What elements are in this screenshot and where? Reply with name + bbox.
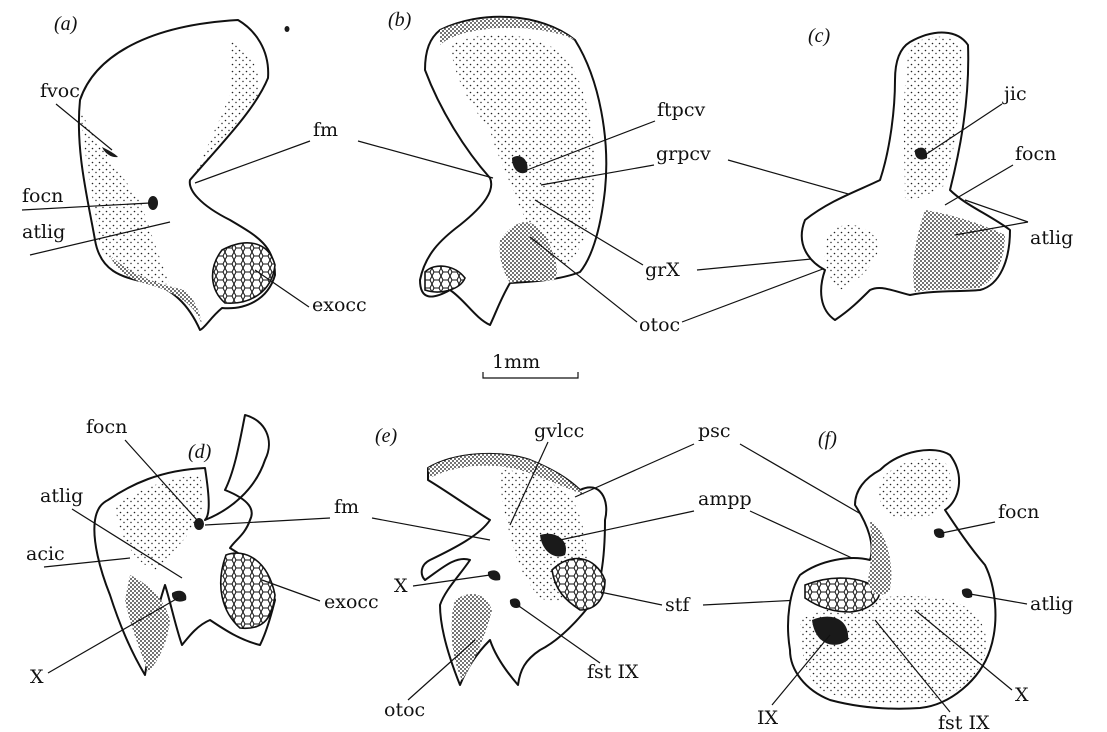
panel-e-label-otoc: otoc [384, 699, 425, 721]
panel-d-label-fm: fm [334, 496, 359, 518]
panel-b-label-grX: grX [645, 259, 680, 281]
panel-f-label-X: X [1015, 684, 1029, 706]
panel-c-letter: (c) [808, 25, 831, 47]
panel-d-label-exocc: exocc [324, 591, 379, 613]
panel-e-label-gvlcc: gvlcc [534, 420, 584, 442]
panel-f-stipple-body [800, 596, 986, 703]
panel-d-focn-foramen [194, 518, 204, 530]
panel-a-label-focn: focn [22, 185, 63, 207]
panel-d-bone-outline [94, 415, 275, 675]
panel-e-leader-psc-e [575, 444, 694, 497]
panel-d-label-acic: acic [26, 543, 65, 565]
scale-bar: 1mm [483, 351, 578, 378]
panel-f: (f) focn atlig IX fst IX X [757, 428, 1073, 732]
panel-d-label-X: X [30, 666, 44, 688]
panel-f-label-focn: focn [998, 501, 1039, 523]
panel-a-label-fvoc: fvoc [40, 80, 80, 102]
panel-b-label-otoc: otoc [639, 314, 680, 336]
panel-c-label-atlig: atlig [1030, 227, 1073, 249]
panel-a-label-exocc: exocc [312, 294, 367, 316]
panel-f-label-fstIX: fst IX [938, 712, 990, 732]
panel-f-letter: (f) [818, 428, 837, 450]
panel-b-label-ftpcv: ftpcv [657, 99, 705, 121]
panel-f-label-IX: IX [757, 707, 779, 729]
panel-a-label-atlig: atlig [22, 221, 65, 243]
panel-f-label-atlig: atlig [1030, 593, 1073, 615]
panel-a: (a) fvoc fm focn atlig exocc [22, 13, 367, 330]
panel-a-small-mark [285, 26, 290, 32]
panel-e-label-X: X [394, 575, 408, 597]
panel-b-letter: (b) [388, 9, 412, 31]
panel-b-label-grpcv: grpcv [656, 143, 711, 165]
panel-e-letter: (e) [375, 425, 398, 447]
panel-d-label-atlig: atlig [40, 485, 83, 507]
panel-e-leader-stf-f [703, 600, 800, 605]
panel-c-label-jic: jic [1002, 83, 1027, 105]
panel-e-label-stf: stf [665, 594, 691, 616]
panel-d: (d) focn fm atlig acic X exocc [26, 415, 379, 688]
panel-a-label-fm: fm [313, 119, 338, 141]
panel-e-label-fstIX: fst IX [587, 661, 639, 683]
panel-d-letter: (d) [188, 441, 212, 463]
panel-a-letter: (a) [54, 13, 78, 35]
panel-d-label-focn: focn [86, 416, 127, 438]
panel-d-leader-fm-e [372, 518, 490, 540]
panel-c: (c) jic focn atlig [802, 25, 1074, 320]
panel-e-label-ampp: ampp [698, 488, 752, 510]
panel-e-label-psc: psc [698, 420, 731, 442]
panel-e-leader-stf-e [600, 592, 662, 605]
scale-bar-label: 1mm [492, 351, 540, 373]
panel-c-label-focn: focn [1015, 143, 1056, 165]
